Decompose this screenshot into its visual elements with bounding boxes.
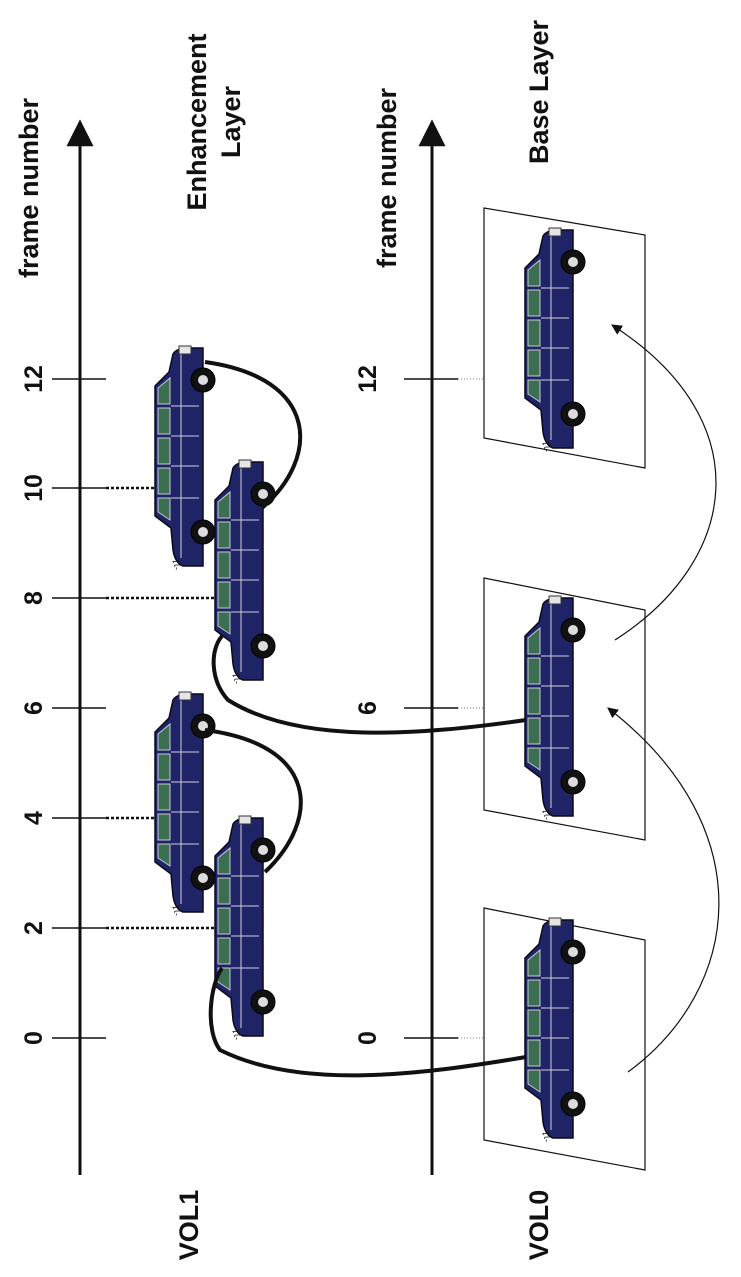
base-ticks	[404, 378, 458, 1039]
base-layer: 0 6 12 frame number Base Layer VOL0	[354, 19, 720, 1261]
inter-layer-prediction-curves	[208, 634, 527, 1078]
base-tick-0: 0	[354, 1031, 382, 1045]
enhancement-frame-connectors	[106, 486, 222, 930]
vol0-label: VOL0	[524, 1190, 554, 1261]
base-tick-6: 6	[354, 701, 382, 715]
enhancement-layer-label-line2: Layer	[216, 85, 246, 158]
enhancement-ticks	[52, 378, 106, 1039]
base-layer-label: Base Layer	[524, 19, 554, 164]
enhancement-tick-4: 4	[20, 811, 48, 825]
enhancement-axis-label: frame number	[14, 97, 44, 278]
limousine-car-icon	[214, 815, 276, 1041]
enhancement-tick-10: 10	[20, 474, 48, 502]
base-tick-12: 12	[354, 365, 382, 393]
enhancement-prediction-curves	[204, 360, 303, 874]
enhancement-tick-8: 8	[20, 591, 48, 605]
enhancement-tick-0: 0	[20, 1031, 48, 1045]
base-frame-connectors	[458, 378, 484, 1039]
limousine-car-icon	[154, 345, 216, 571]
vol1-label: VOL1	[174, 1190, 204, 1261]
limousine-car-icon	[214, 459, 276, 685]
enhancement-tick-2: 2	[20, 921, 48, 935]
limousine-car-icon	[154, 691, 216, 917]
enhancement-tick-6: 6	[20, 701, 48, 715]
enhancement-layer: 0 2 4 6 8 10 12 frame number Enhancement…	[14, 33, 303, 1261]
base-axis-label: frame number	[372, 87, 402, 268]
enhancement-layer-label-line1: Enhancement	[182, 33, 212, 210]
enhancement-tick-12: 12	[20, 365, 48, 393]
base-prediction-arrows	[607, 324, 720, 1073]
